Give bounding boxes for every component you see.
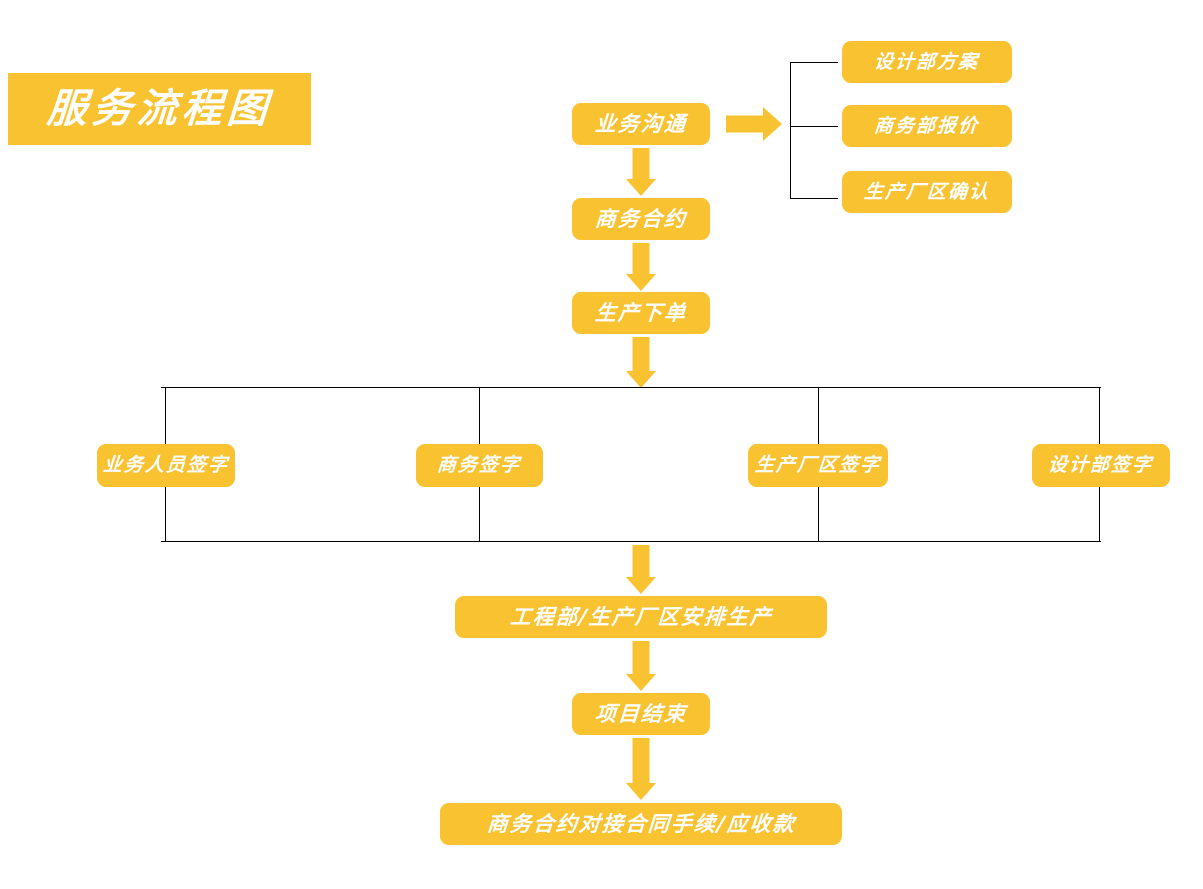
arrow-stem [632,243,650,275]
page-title: 服务流程图 [45,86,274,132]
node-label: 商务部报价 [873,114,981,137]
node-label: 设计部签字 [1047,454,1155,476]
signature-rail-top [161,387,1101,389]
node-label: 生产厂区确认 [863,180,991,203]
branch-bracket-stub-3 [790,198,838,200]
node-label: 设计部方案 [873,50,981,73]
signature-rail-bottom [161,541,1101,543]
arrow-down-signatures-to-production [624,545,658,594]
node-business-contract[interactable]: 商务合约 [572,198,710,240]
diagram-title-banner: 服务流程图 [8,73,311,145]
node-label: 项目结束 [594,701,688,726]
node-business-signature[interactable]: 商务签字 [416,444,543,487]
arrow-down-end-to-settlement [624,738,658,800]
node-label: 生产厂区签字 [754,454,882,476]
node-label: 生产下单 [594,300,688,325]
signature-drop-top-2 [479,387,481,444]
arrow-down-contract-to-order [624,243,658,291]
node-sales-signature[interactable]: 业务人员签字 [97,444,235,487]
node-label: 工程部/生产厂区安排生产 [508,604,774,629]
node-factory-signature[interactable]: 生产厂区签字 [748,444,888,487]
signature-drop-bottom-1 [165,487,167,542]
branch-bracket-stub-1 [790,62,838,64]
node-label: 业务人员签字 [102,454,230,476]
arrow-head [763,107,782,141]
signature-drop-top-3 [818,387,820,444]
signature-drop-top-4 [1099,387,1101,444]
arrow-stem [726,115,764,133]
node-label: 商务合约 [594,206,688,231]
arrow-stem [632,738,650,783]
node-factory-confirm[interactable]: 生产厂区确认 [842,171,1012,213]
arrow-head [626,371,656,388]
node-label: 业务沟通 [594,111,688,136]
node-business-communication[interactable]: 业务沟通 [572,103,710,145]
signature-drop-top-1 [165,387,167,444]
arrow-head [626,179,656,196]
node-engineering-arrange-production[interactable]: 工程部/生产厂区安排生产 [455,596,827,638]
arrow-stem [632,337,650,371]
node-business-dept-quote[interactable]: 商务部报价 [842,105,1012,147]
branch-bracket-stub-2 [790,126,838,128]
arrow-right-to-branch [726,107,782,141]
node-project-end[interactable]: 项目结束 [572,693,710,735]
node-label: 商务签字 [436,454,523,476]
node-label: 商务合约对接合同手续/应收款 [485,811,797,836]
arrow-head [626,274,656,291]
signature-drop-bottom-2 [479,487,481,542]
arrow-head [626,783,656,800]
node-contract-settlement-receivables[interactable]: 商务合约对接合同手续/应收款 [440,803,842,845]
arrow-stem [632,148,650,180]
arrow-head [626,577,656,594]
node-design-dept-plan[interactable]: 设计部方案 [842,41,1012,83]
arrow-down-order-to-signatures [624,337,658,388]
node-production-order[interactable]: 生产下单 [572,292,710,334]
branch-bracket-spine [790,62,792,199]
arrow-stem [632,545,650,578]
arrow-down-comm-to-contract [624,148,658,196]
arrow-head [626,674,656,691]
signature-drop-bottom-3 [818,487,820,542]
arrow-stem [632,641,650,675]
arrow-down-production-to-end [624,641,658,691]
node-design-signature[interactable]: 设计部签字 [1032,444,1170,487]
signature-drop-bottom-4 [1099,487,1101,542]
